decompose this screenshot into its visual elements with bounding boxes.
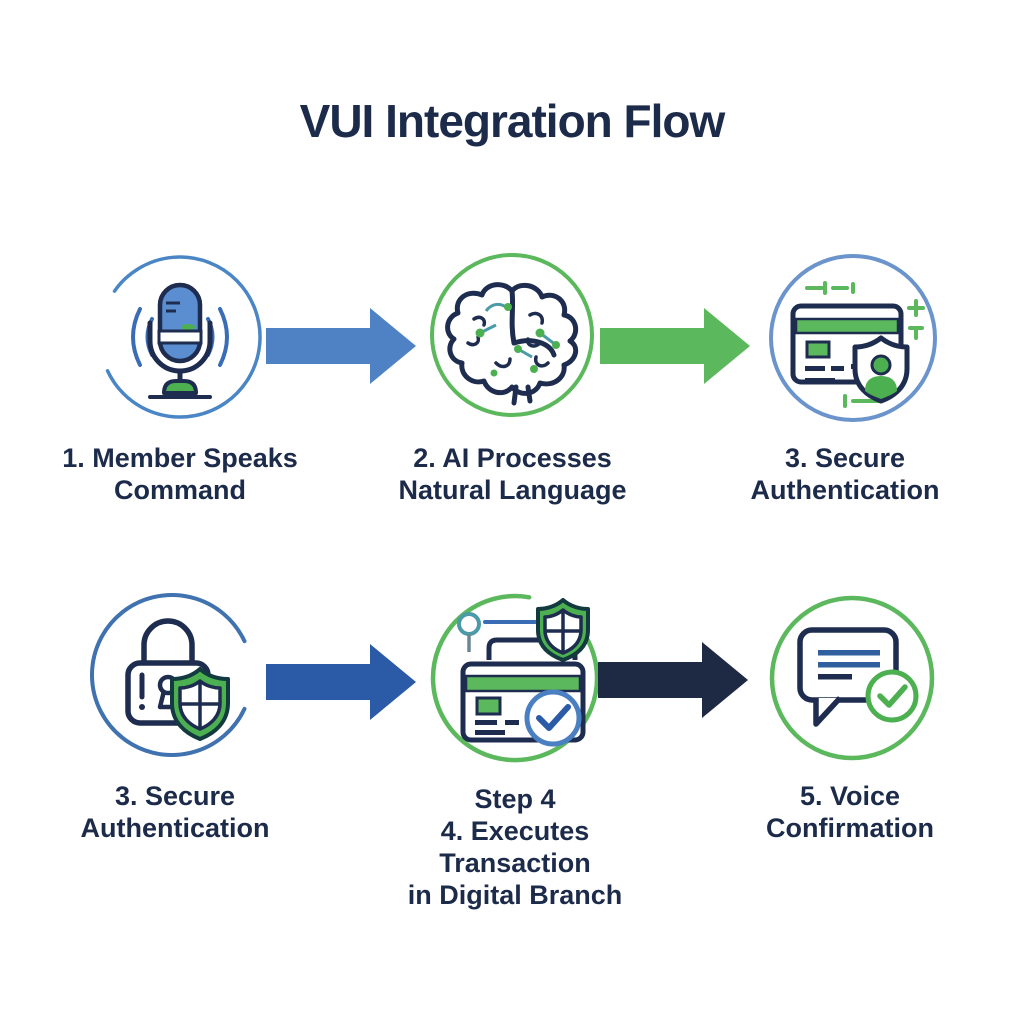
step-label: 3. Secure Authentication xyxy=(750,443,940,505)
step-label: 2. AI Processes Natural Language xyxy=(398,443,627,505)
step-label: Step 4 4. Executes Transaction in Digita… xyxy=(407,784,623,910)
step-label: 3. Secure Authentication xyxy=(80,781,270,843)
step-label: 1. Member Speaks Command xyxy=(62,443,298,505)
flow-arrow-right xyxy=(600,308,750,384)
chat-check-icon xyxy=(769,595,935,761)
ai-brain-icon xyxy=(430,253,594,417)
flow-arrow-right xyxy=(598,642,748,718)
microphone-icon xyxy=(105,255,262,419)
flow-arrow-right xyxy=(266,308,416,384)
page-title: VUI Integration Flow xyxy=(299,95,726,147)
card-user-shield-icon xyxy=(769,254,937,422)
flow-arrow-right xyxy=(266,644,416,720)
lock-shield-icon xyxy=(90,593,247,757)
step-label: 5. Voice Confirmation xyxy=(766,781,934,843)
card-check-shield-icon xyxy=(430,593,600,763)
